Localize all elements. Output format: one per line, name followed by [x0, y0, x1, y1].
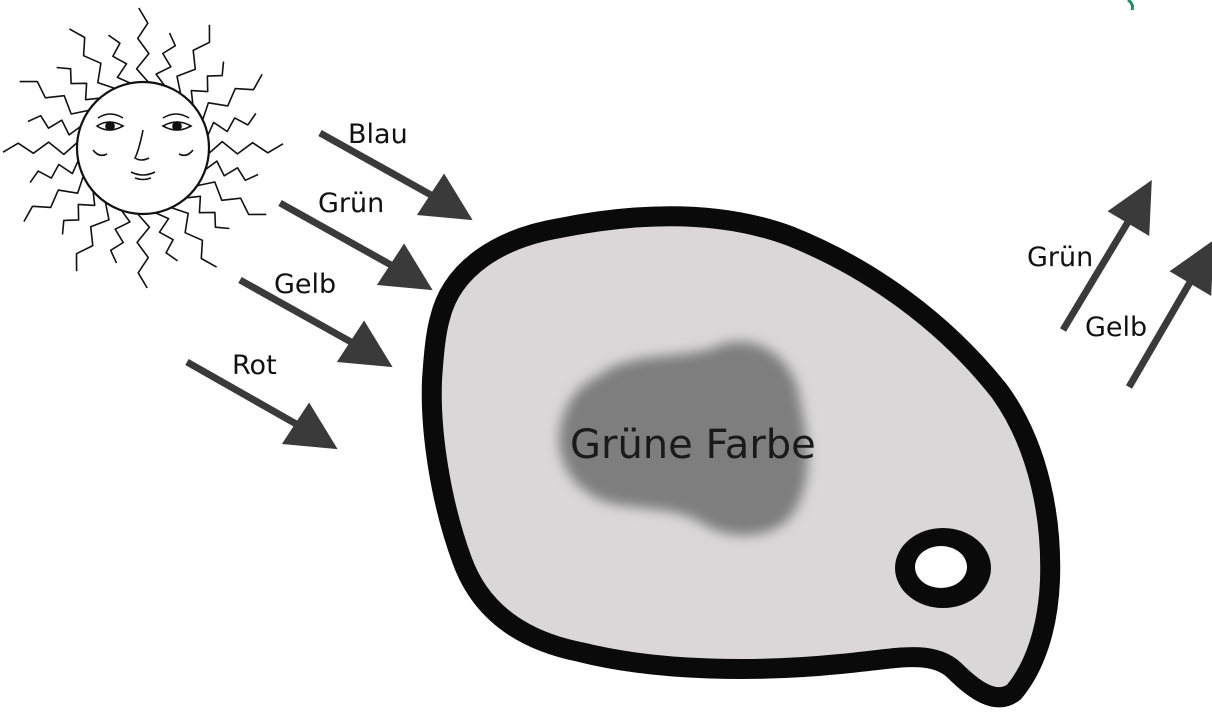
sun-ray	[195, 182, 266, 215]
label-gruen-in: Grün	[318, 188, 384, 219]
sun-ray	[69, 29, 117, 89]
sun-ray	[191, 62, 223, 108]
sun-ray	[20, 82, 91, 115]
sun-ray	[77, 200, 110, 271]
label-gelb-out: Gelb	[1085, 312, 1147, 343]
label-rot: Rot	[232, 350, 277, 381]
sun-ray	[63, 188, 95, 234]
vacuole	[895, 528, 991, 608]
label-chloroplast: Grüne Farbe	[570, 422, 816, 468]
sun-ray	[207, 113, 256, 138]
label-gelb-in: Gelb	[274, 269, 336, 300]
sun-ray	[24, 174, 84, 222]
sun-disc	[77, 82, 209, 214]
sun-ray	[183, 196, 229, 228]
sun-ray	[169, 207, 217, 267]
label-blau: Blau	[348, 119, 408, 150]
sun-ray	[57, 68, 103, 100]
sun-ray	[111, 208, 130, 263]
sun-ray	[30, 158, 79, 183]
corner-mark	[1128, 0, 1133, 10]
sun-ray	[153, 212, 178, 261]
sun-ray	[203, 161, 258, 180]
sun-ray	[177, 25, 210, 96]
sun-ray	[108, 35, 133, 84]
sun-ray	[202, 74, 262, 122]
sun-ray	[3, 141, 79, 154]
label-gruen-out: Grün	[1027, 242, 1093, 273]
sun-ray	[156, 33, 175, 88]
sun-ray	[28, 116, 83, 135]
sun-ray	[207, 142, 283, 155]
reflected-arrows	[1063, 187, 1210, 387]
sun-ray	[137, 8, 150, 84]
sun-icon	[3, 8, 283, 288]
sun-ray	[136, 212, 149, 288]
